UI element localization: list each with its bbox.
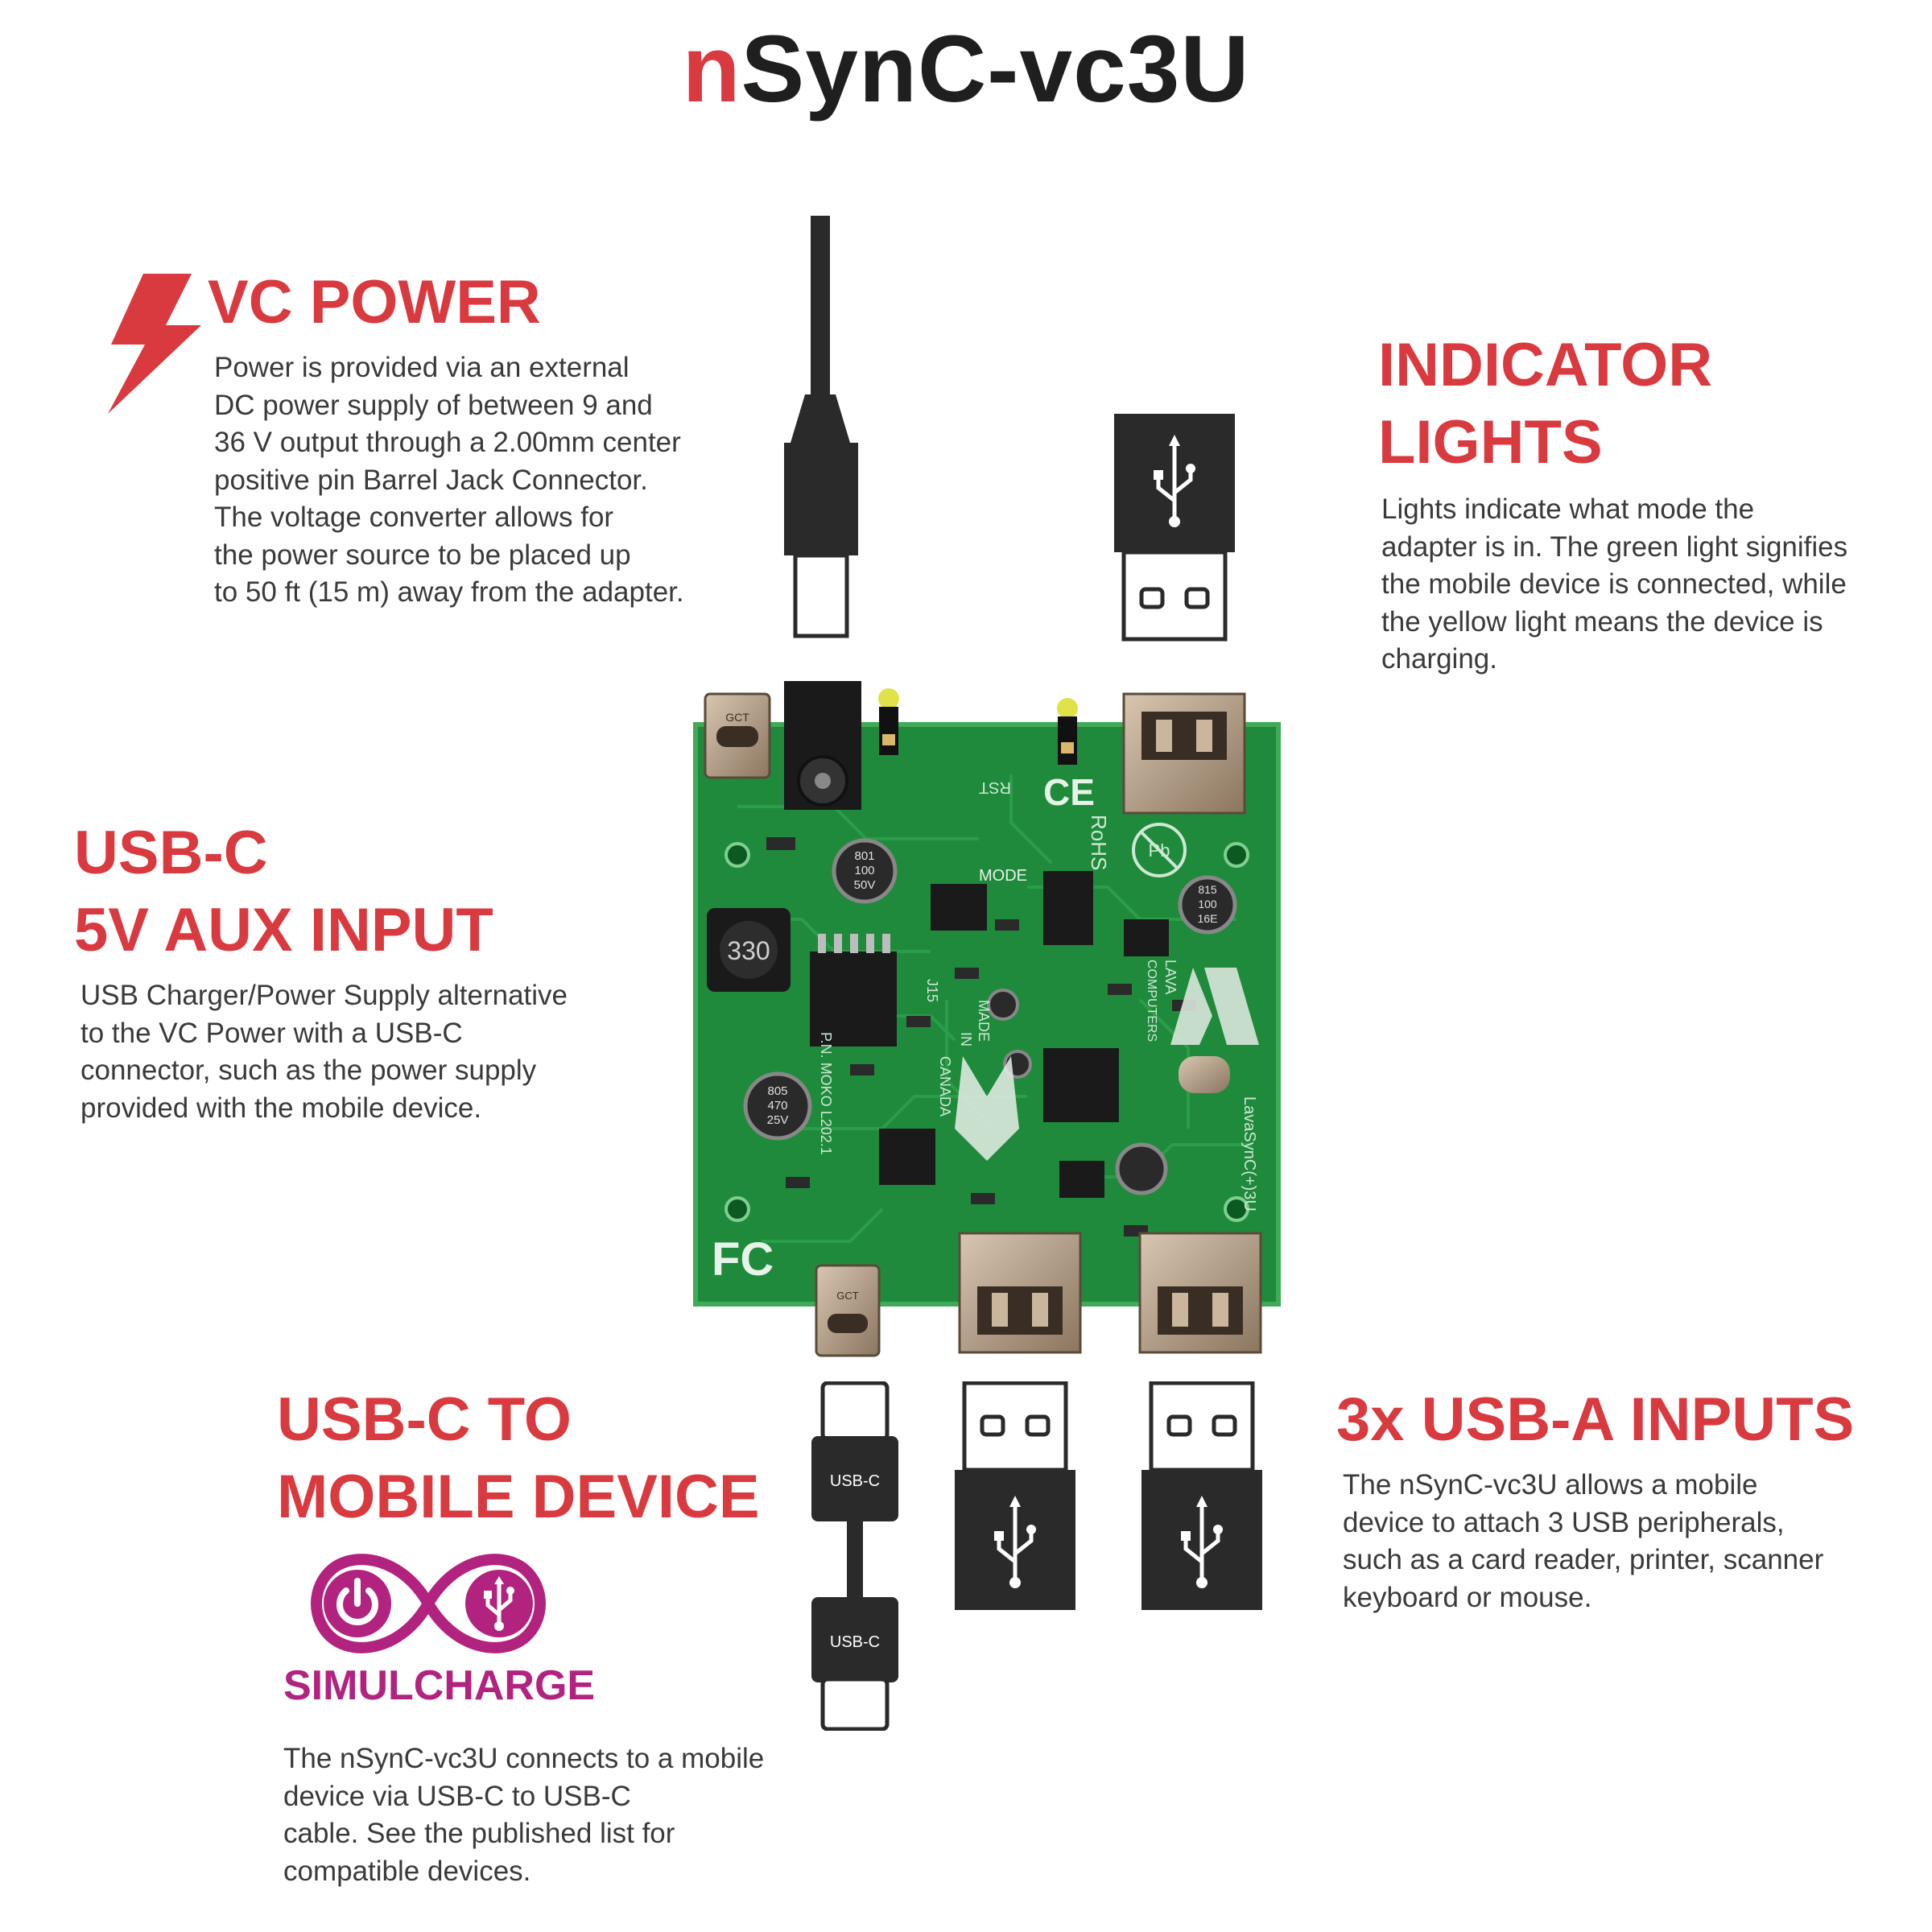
indicator-lights-description: Lights indicate what mode the adapter is…: [1381, 491, 1847, 679]
indicator-lights-line: adapter is in. The green light signifies: [1381, 530, 1848, 563]
vc-power-line: 36 V output through a 2.00mm center: [214, 427, 681, 458]
indicator-lights-heading-line: INDICATOR: [1378, 331, 1713, 399]
svg-text:470: 470: [767, 1099, 787, 1113]
page-title: nSynC-vc3U: [0, 14, 1932, 124]
usbc-aux-line: provided with the mobile device.: [80, 1092, 482, 1124]
lightning-bolt-icon: [108, 274, 201, 414]
usbc-mobile-line: device via USB-C to USB-C: [283, 1780, 631, 1812]
title-prefix: n: [682, 16, 741, 122]
usba-inputs-line: The nSynC-vc3U allows a mobile: [1343, 1469, 1758, 1501]
barrel-jack-cable-icon: [784, 216, 858, 638]
vc-power-heading: VC POWER: [208, 268, 541, 336]
usba-inputs-line: keyboard or mouse.: [1343, 1581, 1592, 1613]
capacitor-a: 815 100 16E: [1178, 875, 1237, 935]
usbc-mobile-description: The nSynC-vc3U connects to a mobile devi…: [283, 1740, 764, 1890]
usb-a-plug-bottom-1-icon: [955, 1381, 1075, 1610]
indicator-lights-line: Lights indicate what mode the: [1381, 493, 1755, 525]
indicator-lights-heading: INDICATOR LIGHTS: [1378, 327, 1712, 481]
usba-inputs-heading: 3x USB-A INPUTS: [1336, 1385, 1855, 1454]
board-gct-top: GCT: [725, 711, 749, 724]
board-fc: FC: [712, 1233, 774, 1286]
usba-inputs-line: such as a card reader, printer, scanner: [1343, 1544, 1824, 1575]
board-pb: Pb: [1149, 840, 1170, 861]
title-rest: SynC-vc3U: [741, 16, 1250, 122]
usb-c-cable-label-bottom: USB-C: [830, 1633, 880, 1651]
usbc-aux-description: USB Charger/Power Supply alternative to …: [80, 977, 568, 1127]
vc-power-line: Power is provided via an external: [214, 352, 630, 383]
indicator-lights-line: charging.: [1381, 643, 1497, 675]
usbc-aux-heading-line: USB-C: [74, 819, 268, 887]
board-mode: MODE: [979, 867, 1027, 885]
vc-power-line: DC power supply of between 9 and: [214, 389, 653, 421]
svg-text:100: 100: [1198, 898, 1217, 910]
board-j15: J15: [924, 979, 940, 1002]
board-rohs: RoHS: [1087, 815, 1111, 870]
board-ce: CE: [1043, 771, 1095, 813]
board-computers: COMPUTERS: [1145, 960, 1158, 1042]
usbc-mobile-heading-line: MOBILE DEVICE: [277, 1463, 760, 1531]
board-model: LavaSynC(+)3U: [1241, 1096, 1258, 1212]
usbc-mobile-line: cable. See the published list for: [283, 1818, 675, 1849]
vc-power-description: Power is provided via an external DC pow…: [214, 349, 684, 612]
vc-power-line: the power source to be placed up: [214, 539, 631, 571]
usbc-aux-line: to the VC Power with a USB-C: [80, 1017, 463, 1049]
usb-c-cable-icon: USB-C USB-C: [811, 1381, 898, 1731]
usbc-aux-heading-line: 5V AUX INPUT: [74, 896, 493, 964]
board-canada: CANADA: [937, 1056, 953, 1117]
vc-power-line: The voltage converter allows for: [214, 502, 614, 533]
svg-text:801: 801: [854, 849, 874, 863]
usbc-aux-line: USB Charger/Power Supply alternative: [80, 980, 568, 1011]
svg-text:805: 805: [767, 1084, 787, 1098]
indicator-lights-line: the mobile device is connected, while: [1381, 568, 1847, 600]
board-gct-bottom: GCT: [836, 1290, 859, 1302]
board-rst: RST: [979, 778, 1011, 796]
svg-text:815: 815: [1198, 883, 1217, 896]
circuit-board-illustration: GCT RST CE RoHS Pb MODE 801 100 50V 815 …: [693, 681, 1281, 1357]
svg-text:25V: 25V: [767, 1113, 789, 1127]
svg-text:16E: 16E: [1198, 912, 1218, 925]
indicator-lights-line: the yellow light means the device is: [1381, 605, 1823, 638]
usb-a-plug-bottom-2-icon: [1141, 1381, 1262, 1610]
usb-a-plug-top-icon: [1114, 414, 1235, 642]
svg-text:100: 100: [854, 864, 874, 877]
usbc-mobile-heading-line: USB-C TO: [277, 1385, 572, 1454]
usba-inputs-description: The nSynC-vc3U allows a mobile device to…: [1343, 1467, 1823, 1616]
board-lava: LAVA: [1162, 960, 1179, 994]
usbc-mobile-line: compatible devices.: [283, 1855, 531, 1887]
capacitor-b: 805 470 25V: [743, 1071, 812, 1141]
usb-a-port-1: [958, 1232, 1082, 1354]
capacitor-c: 801 100 50V: [832, 838, 898, 904]
vc-power-line: to 50 ft (15 m) away from the adapter.: [214, 576, 684, 608]
usbc-aux-heading: USB-C 5V AUX INPUT: [74, 815, 493, 969]
vc-power-line: positive pin Barrel Jack Connector.: [214, 464, 648, 496]
usba-inputs-line: device to attach 3 USB peripherals,: [1343, 1506, 1785, 1538]
board-pn: P.N. MOKO L202.1: [818, 1032, 834, 1155]
simulcharge-label: SIMULCHARGE: [283, 1662, 596, 1709]
usbc-aux-line: connector, such as the power supply: [80, 1055, 537, 1086]
simulcharge-logo-icon: [311, 1554, 546, 1653]
usb-a-port-2: [1138, 1232, 1262, 1354]
board-in: IN: [958, 1032, 974, 1046]
svg-text:50V: 50V: [854, 878, 876, 892]
usbc-mobile-line: The nSynC-vc3U connects to a mobile: [283, 1743, 765, 1774]
indicator-lights-heading-line: LIGHTS: [1378, 408, 1603, 477]
board-inductor: 330: [727, 936, 770, 965]
usb-c-cable-label-top: USB-C: [830, 1472, 880, 1490]
usbc-mobile-heading: USB-C TO MOBILE DEVICE: [277, 1381, 760, 1536]
board-made: MADE: [976, 1000, 992, 1042]
